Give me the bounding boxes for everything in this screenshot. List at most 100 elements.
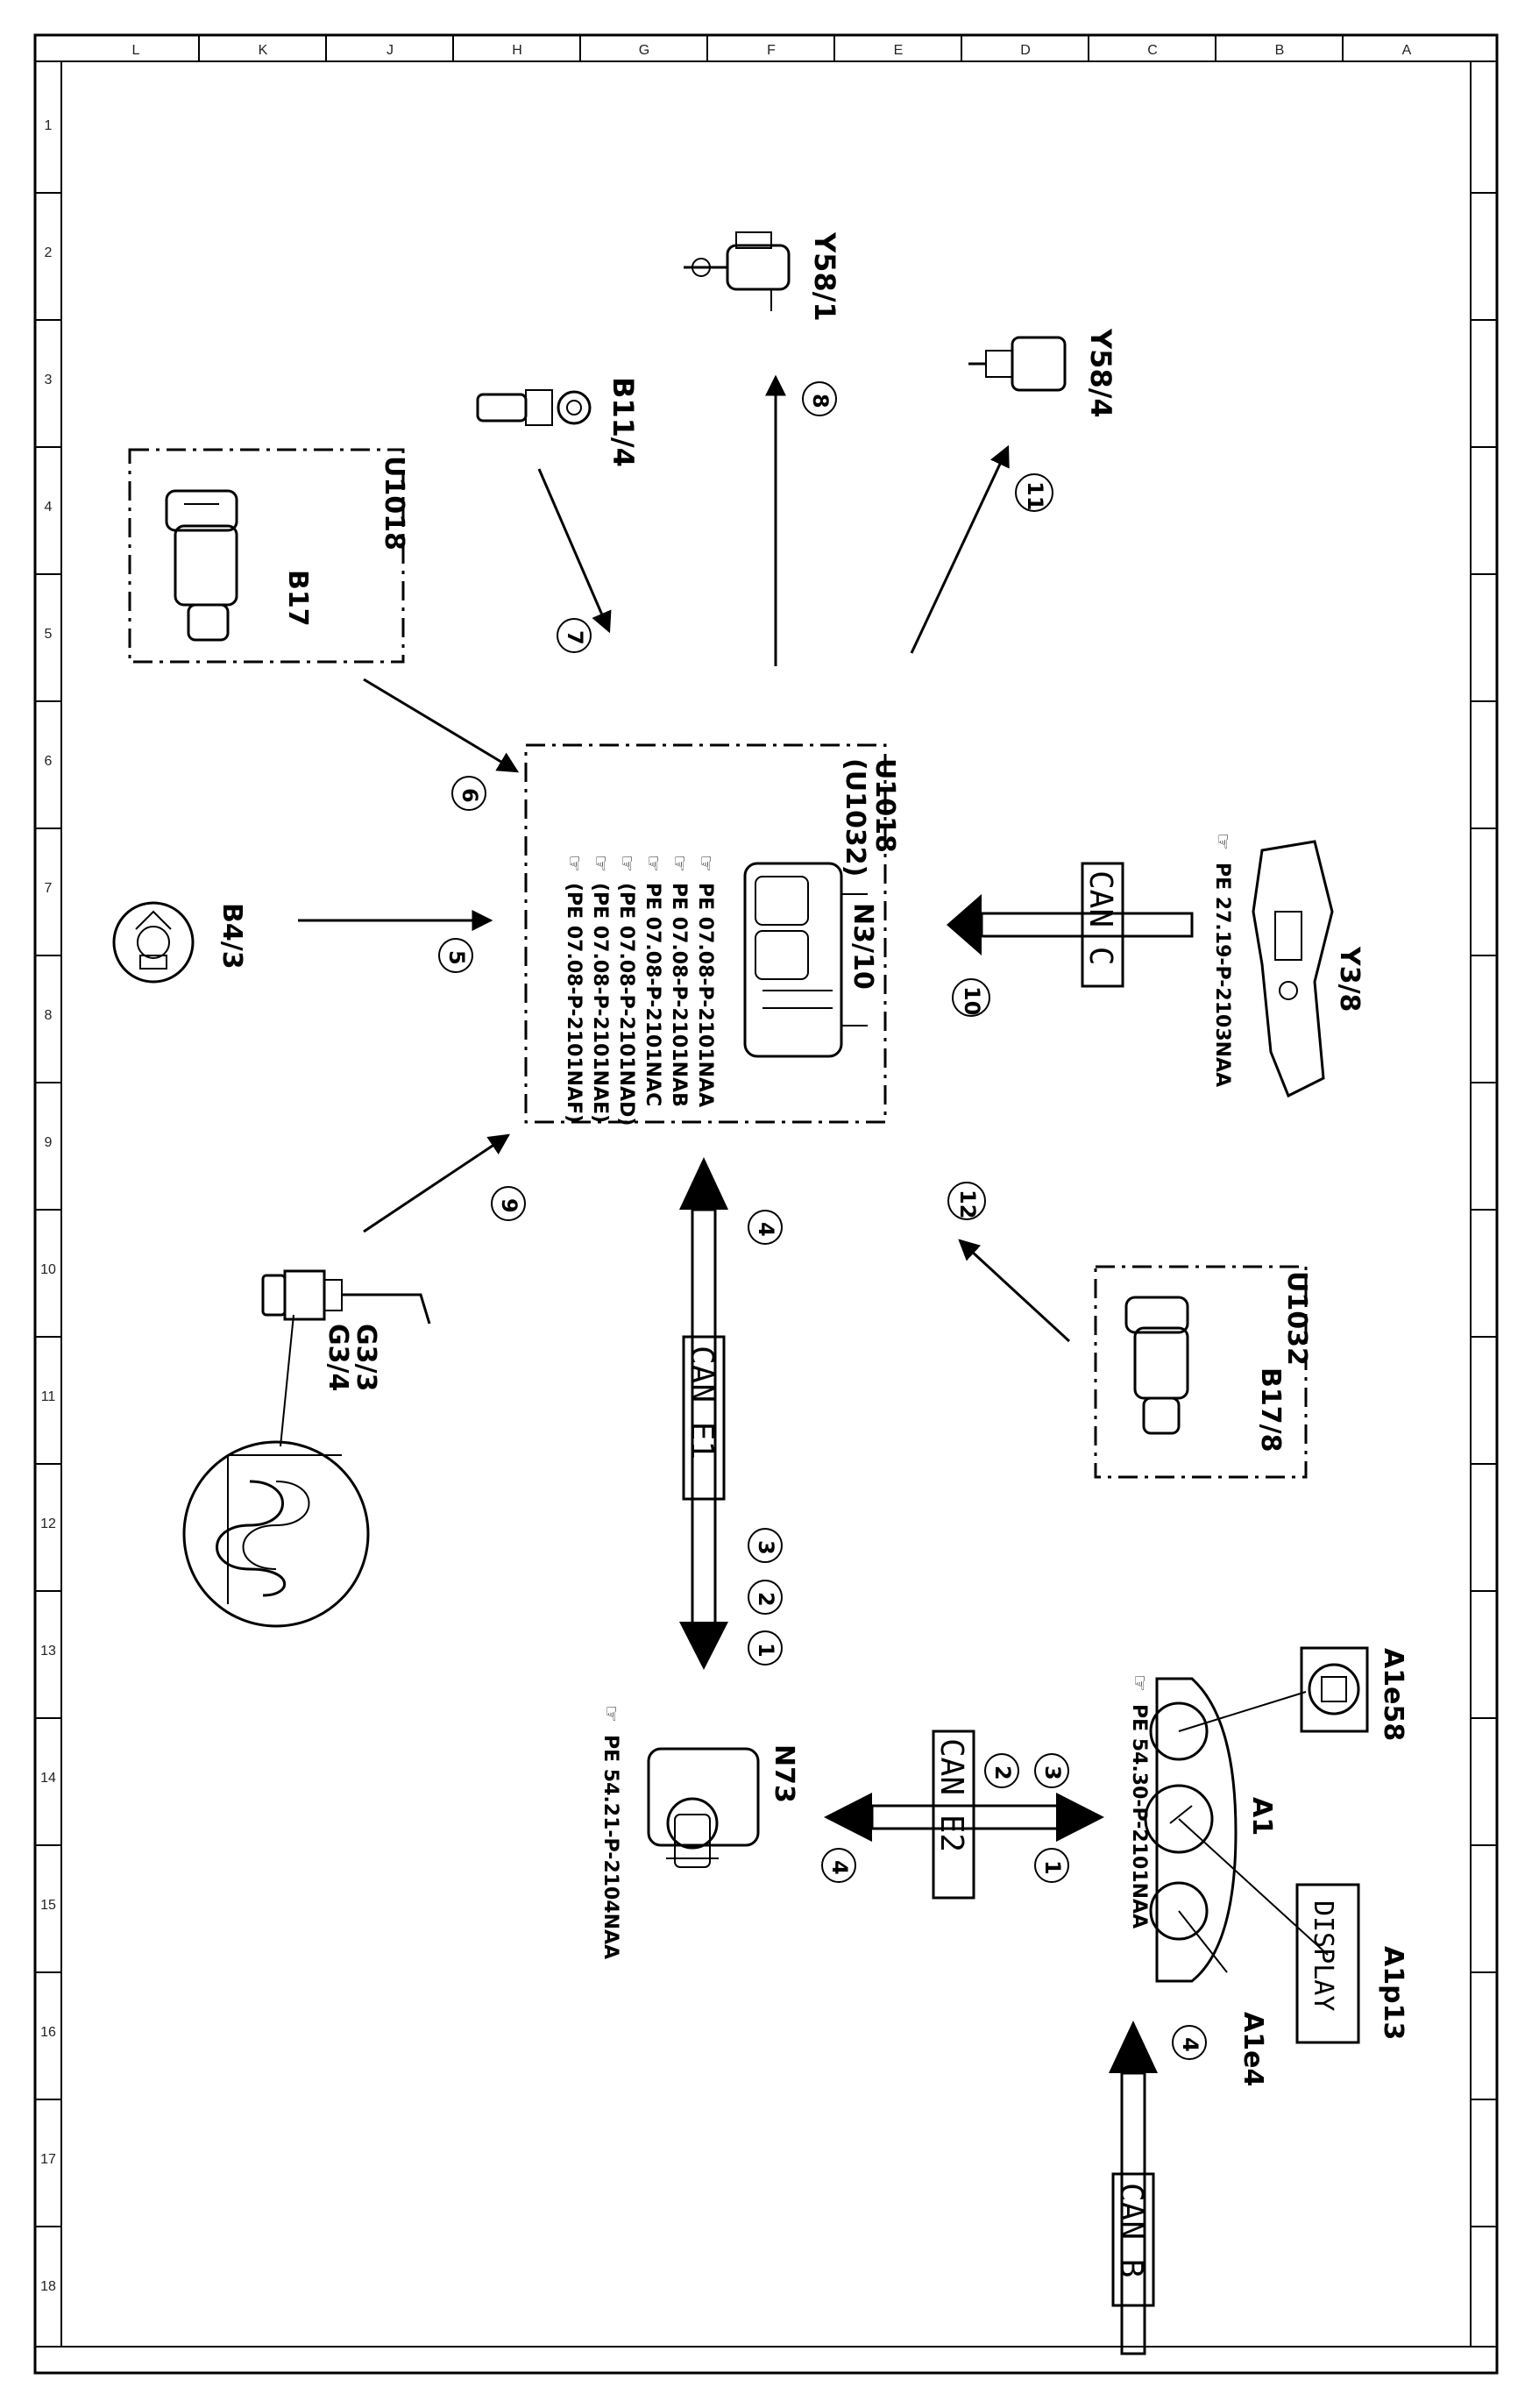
u1032-boundary [1094, 1265, 1308, 1479]
hand-pointer-icon: ☞ [642, 855, 663, 872]
charge-air-sensor-icon [1124, 1296, 1189, 1435]
callout-e2-3: 3 [1034, 1753, 1069, 1788]
svg-text:1: 1 [754, 1643, 778, 1658]
component-id-y58-1: Y58/1 [808, 231, 841, 322]
temperature-sensor-icon [476, 389, 592, 426]
a1e4-label-group: A1e4 [1238, 2012, 1268, 2086]
component-id-a1e58: A1e58 [1378, 1648, 1408, 1741]
callout-10: 10 [952, 978, 990, 1017]
svg-text:10: 10 [960, 986, 984, 1015]
hand-pointer-icon: ☞ [1128, 1674, 1150, 1692]
doc-ref: PE 07.08-P-2101NAA [694, 883, 716, 1107]
row-number: 15 [40, 1898, 56, 1913]
ecu-icon [743, 862, 868, 1058]
callouts: 1 2 3 4 5 6 7 8 [438, 381, 1207, 2060]
doc-ref: (PE 07.08-P-2101NAE) [589, 883, 611, 1123]
callout-2: 2 [748, 1580, 783, 1615]
bus-label-can-e1: CAN E1 [684, 1346, 720, 1460]
component-id-a1p13: A1p13 [1378, 1946, 1408, 2040]
arrow-from-b11-4 [537, 468, 612, 634]
callout-7: 7 [557, 618, 592, 653]
y3-8-component: Y3/8 ☞ PE 27.19-P-2103NAA [1211, 833, 1365, 1098]
column-letter: F [767, 43, 776, 58]
instrument-cluster-icon [1144, 1677, 1238, 1983]
drawing-frame [33, 33, 1499, 2375]
svg-text:6: 6 [457, 788, 482, 803]
row-number: 14 [40, 1771, 56, 1786]
hand-pointer-icon: ☞ [563, 855, 585, 872]
svg-text:12: 12 [955, 1190, 980, 1218]
callout-6: 6 [451, 776, 486, 811]
oxygen-sensor-icon [261, 1269, 431, 1325]
row-number: 8 [45, 1008, 53, 1023]
ignition-switch-icon [647, 1747, 760, 1868]
sine-wave-icon [182, 1440, 370, 1628]
column-letter: C [1147, 43, 1158, 58]
svg-text:4: 4 [754, 1222, 778, 1237]
svg-text:9: 9 [497, 1198, 521, 1213]
hand-pointer-icon: ☞ [589, 855, 611, 872]
callout-e2-2: 2 [984, 1753, 1019, 1788]
hand-pointer-icon: ☞ [668, 855, 690, 872]
callout-1: 1 [748, 1630, 783, 1666]
n3-10-reference-list: ☞ PE 07.08-P-2101NAA ☞ PE 07.08-P-2101NA… [563, 855, 716, 1126]
svg-text:2: 2 [754, 1592, 778, 1607]
arrow-to-y58-4 [910, 444, 1010, 654]
column-letter: L [132, 43, 140, 58]
column-letter: E [894, 43, 904, 58]
component-id-g3-4: G3/4 [323, 1324, 353, 1391]
g3-component: G3/3 G3/4 [182, 1269, 431, 1628]
column-letter: G [639, 43, 649, 58]
can-b-bus: CAN B [1109, 2021, 1158, 2355]
hand-pointer-icon: ☞ [599, 1705, 621, 1723]
callout-4: 4 [748, 1210, 783, 1245]
component-id-a1: A1 [1246, 1797, 1277, 1836]
y58-4-component: Y58/4 [968, 328, 1117, 418]
arrow-from-g3 [363, 1133, 510, 1233]
callout-9: 9 [491, 1186, 526, 1221]
callout-e2-1: 1 [1034, 1848, 1069, 1883]
callout-e2-4: 4 [821, 1848, 856, 1883]
component-id-b17: B17 [282, 570, 313, 627]
doc-ref: PE 07.08-P-2101NAC [642, 883, 663, 1106]
row-number: 16 [40, 2025, 56, 2040]
svg-text:7: 7 [563, 630, 587, 645]
column-letter: H [512, 43, 522, 58]
column-letter: A [1402, 43, 1412, 58]
component-id-g3-3: G3/3 [351, 1324, 381, 1391]
row-number: 11 [41, 1389, 56, 1404]
b17-8-component: U1032 B17/8 [1094, 1265, 1312, 1479]
intake-air-sensor-icon [165, 489, 238, 642]
callout-5: 5 [438, 938, 473, 973]
engine-warning-icon [1308, 1663, 1360, 1715]
row-numbers: 1 2 3 4 5 6 7 8 9 10 11 12 13 14 15 16 1… [40, 118, 56, 2294]
can-c-bus: CAN C [947, 862, 1194, 988]
component-id-b4-3: B4/3 [216, 903, 247, 970]
column-letter: J [387, 43, 394, 58]
row-number: 18 [40, 2279, 56, 2294]
svg-text:5: 5 [444, 950, 469, 965]
a1-component: ☞ PE 54.30-P-2101NAA A1 [1128, 1674, 1329, 1983]
callout-b-4: 4 [1172, 2025, 1207, 2060]
group-label-u1018: U1018 [379, 456, 409, 551]
n73-component: N73 ☞ PE 54.21-P-2104NAA [599, 1705, 799, 1959]
display-text: DISPLAY [1308, 1900, 1338, 2011]
group-label-u1018: U1018 [869, 758, 900, 853]
callout-3: 3 [748, 1528, 783, 1563]
bus-label-can-c: CAN C [1082, 870, 1118, 965]
doc-ref-n73: PE 54.21-P-2104NAA [599, 1735, 621, 1959]
component-id-n73: N73 [769, 1744, 799, 1803]
component-id-y3-8: Y3/8 [1334, 946, 1365, 1012]
column-letters: L K J H G F E D C B A [132, 43, 1412, 58]
callout-8: 8 [802, 381, 837, 416]
row-number: 2 [45, 245, 53, 260]
a1p13-component: DISPLAY A1p13 [1295, 1883, 1408, 2044]
row-number: 17 [40, 2152, 56, 2167]
arrow-from-b17 [363, 678, 520, 773]
valve-icon [684, 231, 791, 311]
b17-component: U1018 B17 [128, 448, 409, 664]
svg-text:3: 3 [754, 1540, 778, 1555]
a1e58-component: A1e58 [1300, 1646, 1408, 1741]
column-letter: K [259, 43, 268, 58]
